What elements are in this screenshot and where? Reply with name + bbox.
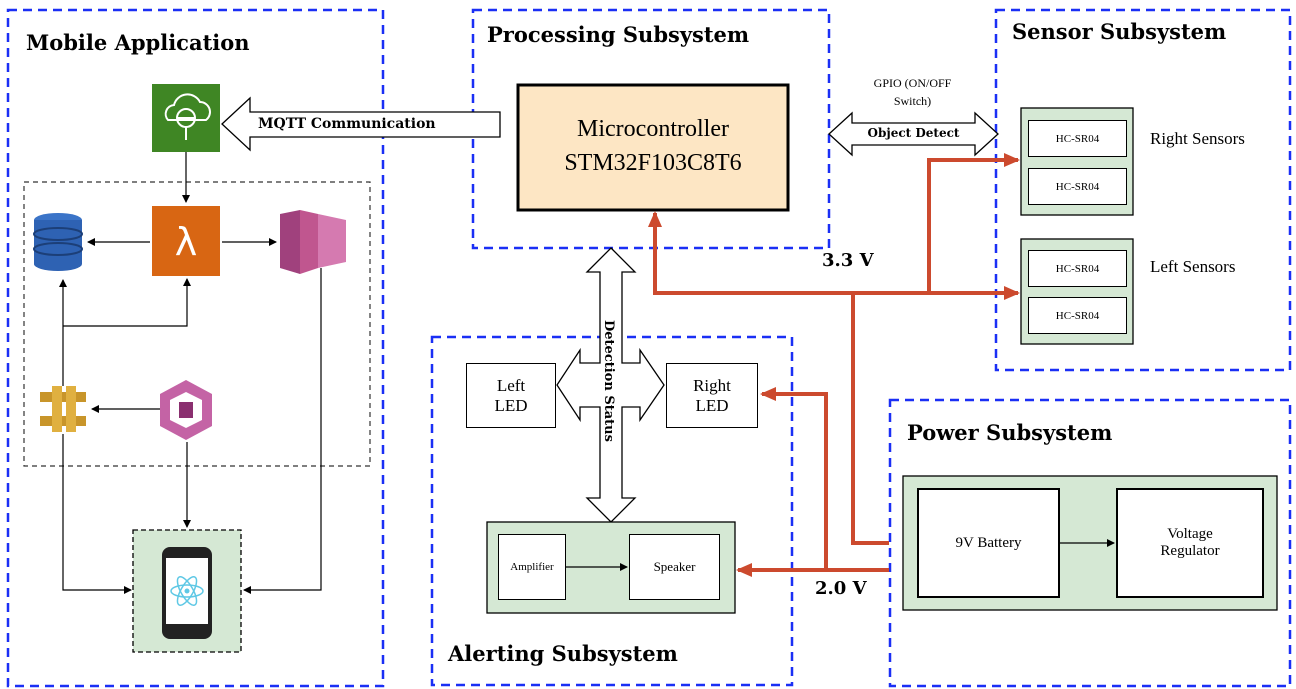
processing-title: Processing Subsystem	[487, 22, 750, 47]
left-led-box: Left LED	[466, 363, 556, 428]
cognito-icon	[160, 380, 212, 440]
mobile-frame	[6, 8, 385, 688]
left-led-line1: Left	[496, 375, 526, 395]
microcontroller-box	[516, 83, 790, 212]
right-led-line1: Right	[693, 375, 731, 395]
kinesis-icon	[280, 210, 346, 274]
left-sensor-b: HC-SR04	[1028, 297, 1127, 334]
mobile-title: Mobile Application	[26, 30, 250, 55]
power-to-right-sensors-line	[853, 153, 1020, 295]
gpio-label-line1: GPIO (ON/OFF	[873, 76, 952, 90]
power-title: Power Subsystem	[907, 420, 1113, 445]
regulator-box: Voltage Regulator	[1116, 488, 1264, 598]
right-sensors-label: Right Sensors	[1150, 129, 1245, 148]
left-sensors-label: Left Sensors	[1150, 257, 1236, 276]
right-sensor-a: HC-SR04	[1028, 120, 1127, 157]
power-frame	[888, 398, 1292, 688]
gpio-label-line2: Switch)	[893, 94, 932, 108]
alerting-title: Alerting Subsystem	[448, 641, 678, 666]
voltage-3v3: 3.3 V	[822, 250, 874, 271]
object-detect-label: Object Detect	[867, 126, 960, 140]
voltage-2v0: 2.0 V	[815, 578, 867, 599]
regulator-line1: Voltage	[1167, 526, 1213, 542]
right-sensor-b: HC-SR04	[1028, 168, 1127, 205]
left-sensor-a: HC-SR04	[1028, 250, 1127, 287]
battery-box: 9V Battery	[917, 488, 1060, 598]
kinesis-to-phone-arrow	[243, 268, 322, 594]
cloud-group-frame	[23, 181, 371, 467]
mcu-label-line1: Microcontroller	[577, 116, 729, 142]
react-phone-icon	[162, 547, 212, 639]
right-led-box: Right LED	[666, 363, 758, 428]
regulator-line2: Regulator	[1160, 543, 1220, 559]
lambda-icon: λ	[152, 206, 220, 276]
right-led-line2: LED	[695, 395, 729, 415]
mqtt-label: MQTT Communication	[258, 116, 436, 132]
mcu-label-line2: STM32F103C8T6	[564, 150, 742, 176]
speaker-box: Speaker	[629, 534, 720, 600]
api-gateway-icon	[40, 386, 86, 432]
iot-core-icon	[152, 84, 220, 152]
sensor-frame	[994, 8, 1292, 372]
amplifier-box: Amplifier	[498, 534, 566, 600]
mqtt-arrow	[221, 96, 501, 152]
dynamodb-icon	[33, 213, 83, 271]
left-led-line2: LED	[494, 395, 528, 415]
sensor-title: Sensor Subsystem	[1012, 19, 1227, 44]
api-to-lambda-arrow	[63, 278, 191, 327]
api-to-phone-arrow	[62, 434, 132, 594]
detection-status-label: Detection Status	[601, 320, 616, 442]
svg-text:λ: λ	[175, 220, 198, 264]
object-detect-arrow	[828, 111, 999, 157]
power-to-right-led-line	[760, 387, 889, 572]
